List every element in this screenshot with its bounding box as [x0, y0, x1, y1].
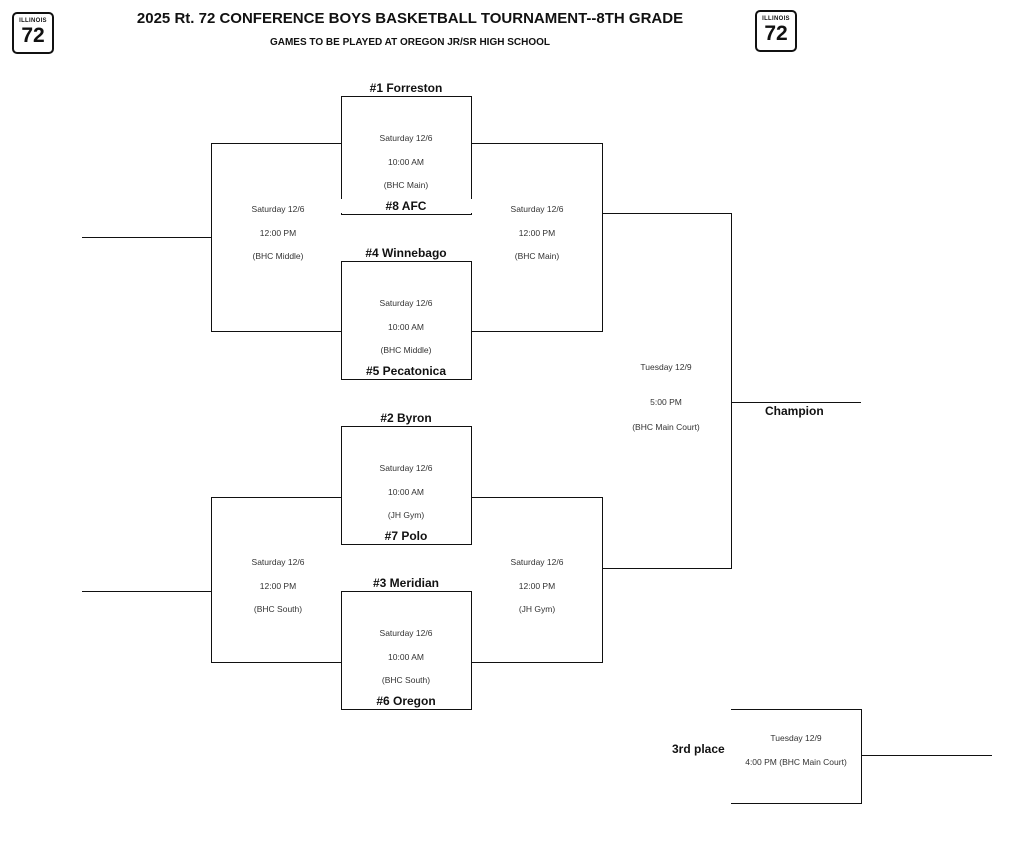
game-day: Tuesday 12/9 [770, 733, 822, 743]
bracket-line [211, 143, 342, 144]
game-info-1v8: Saturday 12/6 10:00 AM (BHC Main) [336, 127, 476, 198]
game-day: Tuesday 12/9 [640, 362, 692, 372]
bracket-line [731, 213, 732, 569]
game-time: 12:00 PM [518, 580, 556, 591]
team-seed-3: #3 Meridian [372, 576, 440, 590]
game-info-semifinal-bottom: Saturday 12/6 12:00 PM (JH Gym) [467, 551, 607, 622]
game-site: (BHC Middle) [380, 345, 432, 355]
shield-route-number: 72 [21, 24, 45, 47]
bracket-line [731, 402, 861, 403]
game-site: (BHC Main) [383, 180, 429, 190]
team-seed-2: #2 Byron [380, 411, 432, 425]
game-time: 5:00 PM [650, 397, 682, 407]
shield-state-text: ILLINOIS [762, 16, 790, 22]
game-day: Saturday 12/6 [379, 298, 433, 308]
bracket-line [861, 709, 862, 804]
bracket-line [211, 331, 342, 332]
game-box-4v5 [341, 261, 472, 380]
bracket-line [602, 213, 732, 214]
bracket-line [602, 568, 732, 569]
bracket-line [82, 237, 212, 238]
game-day: Saturday 12/6 [251, 204, 305, 214]
game-day: Saturday 12/6 [379, 463, 433, 473]
shield-state-text: ILLINOIS [19, 18, 47, 24]
game-time: 12:00 PM [259, 227, 297, 238]
game-time: 10:00 AM [388, 156, 424, 167]
champion-label: Champion [765, 404, 824, 418]
game-site: (JH Gym) [518, 604, 556, 614]
bracket-line [211, 662, 342, 663]
game-site: (JH Gym) [387, 510, 425, 520]
game-time: 12:00 PM [259, 580, 297, 591]
game-day: Saturday 12/6 [510, 557, 564, 567]
bracket-line [471, 331, 603, 332]
game-time: 10:00 AM [388, 486, 424, 497]
illinois-route-72-shield-right: ILLINOIS 72 [755, 10, 797, 52]
game-time: 4:00 PM (BHC Main Court) [745, 756, 847, 767]
game-box-2v7 [341, 426, 472, 545]
game-info-championship: Tuesday 12/9 5:00 PM (BHC Main Court) [596, 350, 736, 434]
game-box-1v8 [341, 96, 472, 215]
team-seed-4: #4 Winnebago [365, 246, 447, 260]
bracket-line [82, 591, 212, 592]
page-title: 2025 Rt. 72 CONFERENCE BOYS BASKETBALL T… [136, 10, 684, 27]
bracket-line [471, 143, 603, 144]
game-time: 10:00 AM [388, 651, 424, 662]
game-info-2v7: Saturday 12/6 10:00 AM (JH Gym) [336, 457, 476, 528]
game-info-consolation-bottom: Saturday 12/6 12:00 PM (BHC South) [208, 551, 348, 622]
bracket-line [731, 709, 862, 710]
page-subtitle: GAMES TO BE PLAYED AT OREGON JR/SR HIGH … [269, 37, 551, 48]
team-seed-1: #1 Forreston [369, 81, 443, 95]
game-day: Saturday 12/6 [379, 133, 433, 143]
team-seed-5: #5 Pecatonica [365, 364, 447, 378]
team-seed-7: #7 Polo [384, 529, 428, 543]
game-info-third-place: Tuesday 12/9 4:00 PM (BHC Main Court) [726, 727, 866, 774]
third-place-label: 3rd place [672, 742, 725, 756]
team-seed-8: #8 AFC [331, 199, 481, 213]
game-day: Saturday 12/6 [251, 557, 305, 567]
game-time: 12:00 PM [518, 227, 556, 238]
game-box-3v6 [341, 591, 472, 710]
illinois-route-72-shield-left: ILLINOIS 72 [12, 12, 54, 54]
game-info-4v5: Saturday 12/6 10:00 AM (BHC Middle) [336, 292, 476, 363]
bracket-line [731, 803, 862, 804]
bracket-line [602, 143, 603, 332]
team-seed-6: #6 Oregon [376, 694, 436, 708]
game-site: (BHC Main) [514, 251, 560, 261]
game-site: (BHC Main Court) [632, 422, 700, 432]
bracket-line [211, 497, 342, 498]
game-site: (BHC Middle) [252, 251, 304, 261]
game-day: Saturday 12/6 [379, 628, 433, 638]
shield-route-number: 72 [764, 22, 788, 45]
bracket-line [471, 497, 603, 498]
bracket-line [211, 497, 212, 663]
game-day: Saturday 12/6 [510, 204, 564, 214]
bracket-line [861, 755, 992, 756]
bracket-line [602, 497, 603, 663]
game-info-consolation-top: Saturday 12/6 12:00 PM (BHC Middle) [208, 198, 348, 269]
bracket-line [471, 662, 603, 663]
game-time: 10:00 AM [388, 321, 424, 332]
game-site: (BHC South) [381, 675, 431, 685]
game-site: (BHC South) [253, 604, 303, 614]
game-info-semifinal-top: Saturday 12/6 12:00 PM (BHC Main) [467, 198, 607, 269]
game-info-3v6: Saturday 12/6 10:00 AM (BHC South) [336, 622, 476, 693]
